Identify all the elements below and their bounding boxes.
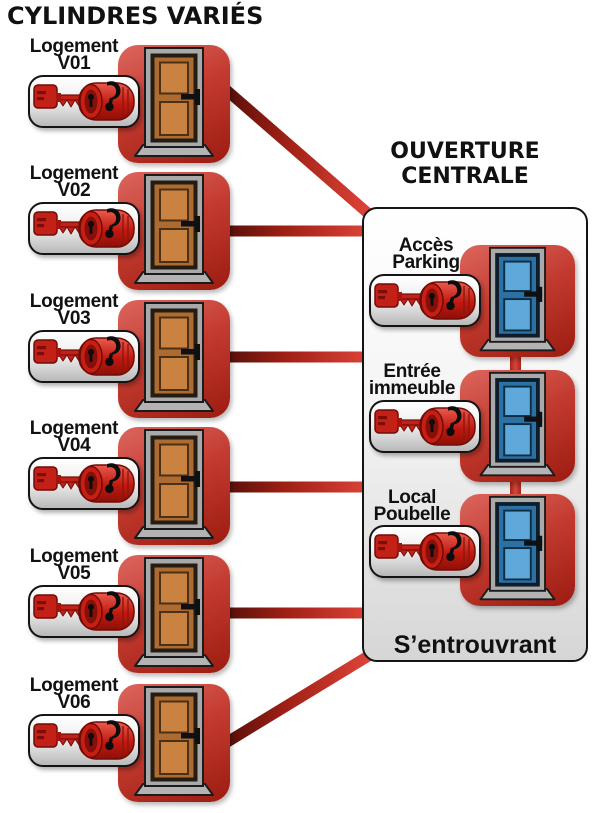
panel-footer: S’entrouvrant [393,631,557,659]
entry-label: Local Poubelle [350,487,474,525]
key-cylinder-icon [373,528,477,574]
logement-label-line2: V02 [57,180,91,201]
logement-row: Logement V01 [0,37,240,165]
entry-label-line1: Entrée [383,361,441,382]
key-pill [28,75,140,128]
logement-label-line2: V03 [57,308,91,329]
entry-label-line2: immeuble [368,378,456,399]
logement-label-line1: Logement [29,675,119,696]
central-panel: Accès Parking Entrée immeuble Local Poub… [362,207,588,662]
logement-label-line2: V06 [57,692,91,713]
key-pill [28,585,140,638]
entry-label: Entrée immeuble [350,361,474,399]
logement-label: Logement V05 [12,546,136,584]
logement-label-line1: Logement [29,36,119,57]
main-title: CYLINDRES VARIÉS [7,2,264,30]
logement-label: Logement V02 [12,163,136,201]
logement-row: Logement V06 [0,676,240,804]
entry-label-line2: Poubelle [373,504,451,525]
key-cylinder-icon [32,588,136,634]
key-pill [28,457,140,510]
panel-connector [510,480,521,497]
key-cylinder-icon [373,403,477,449]
key-cylinder-icon [32,460,136,506]
logement-row: Logement V03 [0,292,240,420]
entry-label-line1: Accès [398,235,454,256]
logement-row: Logement V04 [0,419,240,547]
logement-label-line1: Logement [29,418,119,439]
key-pill [28,714,140,767]
central-title-line1: OUVERTURE [390,139,540,164]
logement-label: Logement V04 [12,418,136,456]
panel-connector [510,355,521,373]
logement-label-line2: V05 [57,563,91,584]
logement-label-line1: Logement [29,291,119,312]
logement-row: Logement V02 [0,164,240,292]
entry-label-line1: Local [387,487,437,508]
logement-label-line1: Logement [29,163,119,184]
key-cylinder-icon [32,333,136,379]
logement-label-line2: V01 [57,53,91,74]
key-pill [369,274,481,327]
logement-label-line2: V04 [57,435,91,456]
key-cylinder-icon [32,717,136,763]
central-title-line2: CENTRALE [401,164,529,189]
central-title: OUVERTURE CENTRALE [350,139,580,189]
logement-row: Logement V05 [0,547,240,675]
key-pill [28,202,140,255]
entry-label-line2: Parking [392,252,460,273]
key-cylinder-icon [32,205,136,251]
logement-label-line1: Logement [29,546,119,567]
key-pill [369,525,481,578]
key-pill [28,330,140,383]
connector [221,650,373,749]
key-cylinder-icon [373,277,477,323]
logement-label: Logement V01 [12,36,136,74]
logement-label: Logement V06 [12,675,136,713]
logement-label: Logement V03 [12,291,136,329]
key-cylinder-icon [32,78,136,124]
connector [220,83,374,220]
key-pill [369,400,481,453]
entry-label: Accès Parking [364,235,488,273]
